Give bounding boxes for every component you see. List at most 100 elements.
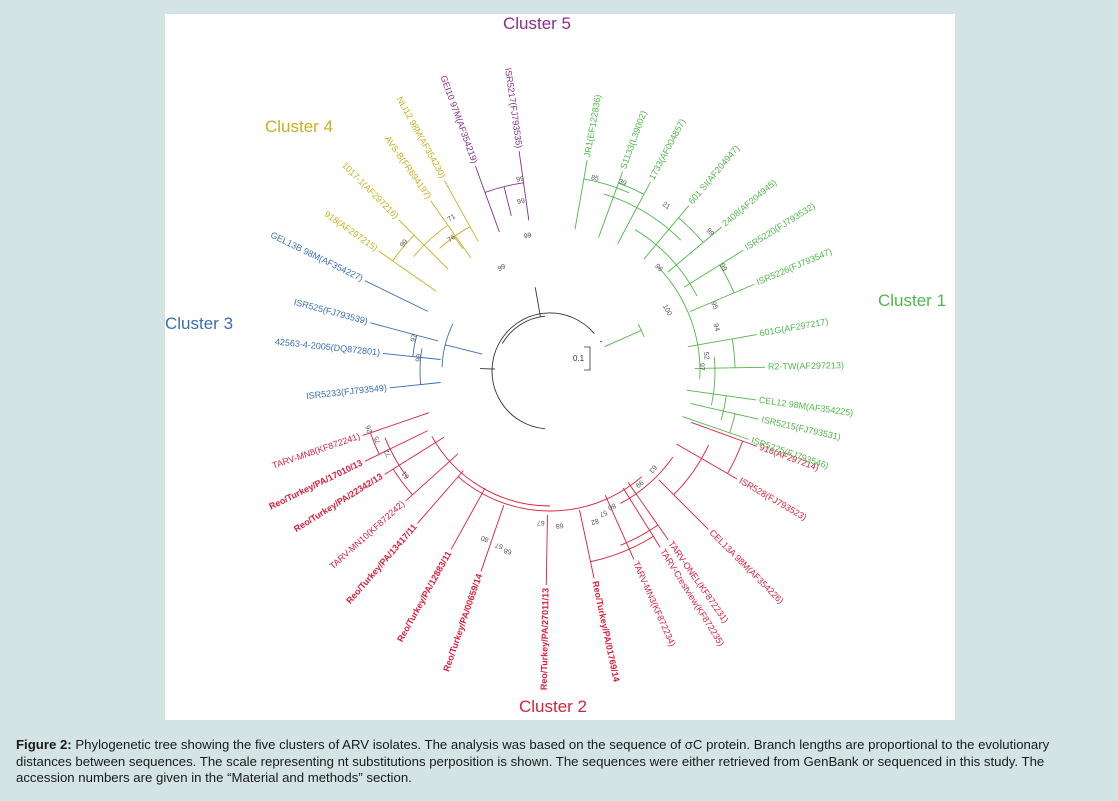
internal-node-arc bbox=[673, 444, 710, 496]
bootstrap-value: 99 bbox=[705, 227, 715, 238]
leaf-branch bbox=[682, 416, 749, 440]
tree-branches bbox=[362, 151, 765, 585]
leaf-branch bbox=[622, 487, 661, 548]
cluster-label-c2: Cluster 2 bbox=[519, 697, 587, 716]
bootstrap-value: 72 bbox=[383, 448, 393, 458]
leaf-label: 601 SI(AF204947) bbox=[686, 143, 741, 206]
bootstrap-value: 97 bbox=[698, 363, 705, 371]
leaf-branch bbox=[518, 151, 530, 221]
leaf-label: 918(AF297215) bbox=[323, 209, 380, 253]
leaf-branch bbox=[598, 171, 623, 238]
internal-node-arc bbox=[457, 476, 643, 512]
leaf-label: Reo/Turkey/PA/27011/13 bbox=[539, 588, 551, 690]
bootstrap-value: 99 bbox=[523, 232, 532, 240]
internal-node-arc bbox=[678, 217, 704, 243]
internal-node-arc bbox=[620, 456, 674, 504]
bootstrap-value: 63 bbox=[647, 463, 657, 474]
internal-node-arc bbox=[583, 178, 630, 194]
cluster-label-c5: Cluster 5 bbox=[503, 14, 571, 33]
bootstrap-value: 57 bbox=[598, 508, 608, 517]
leaf-label: GEI10 97M(AF354219) bbox=[438, 74, 479, 165]
leaf-label: ISR5220(FJ793532) bbox=[743, 201, 817, 252]
bootstrap-value: 68 bbox=[555, 521, 563, 529]
internal-node-stem bbox=[604, 329, 642, 348]
bootstrap-value: 67 bbox=[537, 519, 545, 526]
leaf-label: Reo/Turkey/PA/01769/14 bbox=[590, 580, 621, 683]
figure-caption: Figure 2: Phylogenetic tree showing the … bbox=[16, 737, 1106, 787]
bootstrap-value: 80 bbox=[480, 534, 490, 543]
bootstrap-value: 85 bbox=[590, 174, 599, 182]
bootstrap-value: 67 bbox=[494, 541, 503, 550]
bootstrap-value: 95 bbox=[709, 301, 719, 311]
internal-node-arc bbox=[710, 356, 716, 406]
leaf-branch bbox=[604, 495, 635, 560]
root-stem bbox=[600, 340, 603, 343]
bootstrap-value: 99 bbox=[517, 198, 526, 206]
leaf-branch bbox=[364, 280, 428, 312]
root-stem bbox=[534, 287, 541, 317]
bootstrap-value: 94 bbox=[711, 323, 720, 333]
scale-bar: 0.1 bbox=[573, 346, 591, 371]
leaf-branch bbox=[627, 482, 669, 541]
leaf-label: ISR5233(FJ793549) bbox=[306, 383, 388, 401]
leaf-label: ISR5226(FJ793547) bbox=[755, 246, 834, 287]
leaf-label: ISR5215(FJ793531) bbox=[760, 414, 841, 442]
internal-node-stem bbox=[503, 186, 512, 216]
internal-node-arc bbox=[727, 440, 744, 474]
internal-node-arc bbox=[659, 268, 701, 379]
internal-node-arc bbox=[384, 437, 409, 479]
leaf-branch bbox=[667, 226, 722, 273]
leaf-branch bbox=[676, 443, 738, 480]
leaf-branch bbox=[398, 219, 449, 270]
leaf-branch bbox=[370, 322, 439, 342]
leaf-label: JR1(EF122836) bbox=[582, 94, 603, 158]
bootstrap-value: 99 bbox=[399, 238, 409, 249]
leaf-branch bbox=[389, 382, 441, 389]
leaf-label: ISR525(FJ793539) bbox=[293, 297, 369, 326]
internal-node-stem bbox=[453, 236, 464, 250]
bootstrap-value: 96 bbox=[653, 263, 664, 274]
leaf-branch bbox=[687, 334, 757, 348]
leaf-label: 1017-1(AF297216) bbox=[340, 160, 401, 221]
bootstrap-value: 99 bbox=[415, 354, 423, 362]
leaf-label: R2-TW(AF297213) bbox=[768, 360, 844, 371]
leaf-branch bbox=[378, 250, 437, 292]
bootstrap-value: 76 bbox=[447, 234, 458, 244]
leaf-branch bbox=[443, 180, 479, 242]
internal-node-arc bbox=[720, 395, 727, 421]
cluster-label-c4: Cluster 4 bbox=[265, 117, 333, 136]
leaf-branch bbox=[683, 249, 744, 288]
internal-node-arc bbox=[603, 193, 682, 241]
leaf-branch bbox=[690, 421, 757, 447]
leaf-label: Reo/Turkey/PA/13417/11 bbox=[344, 522, 419, 606]
leaf-label: CEL12 98M(AF354225) bbox=[758, 395, 854, 418]
bootstrap-value: 68 bbox=[503, 546, 512, 554]
leaf-branch bbox=[690, 402, 759, 420]
root-stem bbox=[480, 368, 496, 370]
leaf-branch bbox=[617, 181, 651, 245]
root-arc bbox=[491, 312, 595, 430]
internal-node-arc bbox=[729, 413, 736, 434]
bootstrap-value: 51 bbox=[401, 469, 411, 480]
leaf-branch bbox=[574, 160, 588, 230]
caption-text: Phylogenetic tree showing the five clust… bbox=[16, 737, 1050, 785]
leaf-branch bbox=[430, 200, 472, 259]
leaf-label: S1133(L39002) bbox=[618, 109, 648, 170]
leaf-label: 2408(AF204945) bbox=[720, 177, 778, 228]
leaf-label: TARV-MN3(KF872234) bbox=[631, 560, 678, 648]
bootstrap-value: 99 bbox=[718, 262, 728, 272]
bootstrap-value: 71 bbox=[447, 213, 457, 223]
leaf-branch bbox=[545, 514, 548, 585]
leaf-branch bbox=[417, 470, 464, 524]
leaf-label: ISR5217(FJ793535) bbox=[503, 67, 524, 149]
leaf-branch bbox=[579, 509, 595, 579]
internal-node-arc bbox=[634, 229, 698, 297]
bootstrap-value: 100 bbox=[661, 304, 673, 318]
leaf-branch bbox=[405, 453, 459, 502]
internal-node-arc bbox=[413, 224, 449, 257]
leaf-branch bbox=[686, 389, 757, 401]
leaf-branch bbox=[384, 436, 445, 475]
cluster-label-c3: Cluster 3 bbox=[165, 314, 233, 333]
bootstrap-value: 99 bbox=[516, 176, 525, 184]
